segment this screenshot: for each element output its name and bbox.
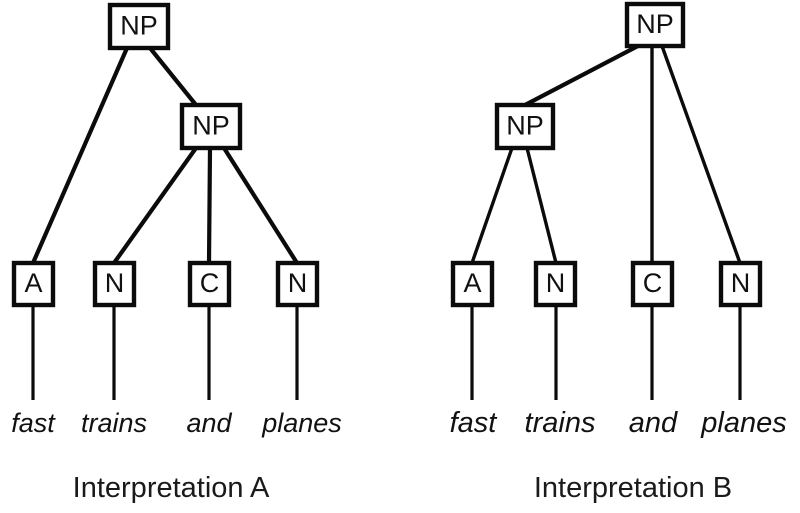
caption-interpretation-a: Interpretation A	[73, 472, 270, 504]
tree-edge-a-np-inner-to-a-pos-n1	[112, 146, 198, 265]
word-b-word-and: and	[629, 407, 678, 439]
node-label-b-pos-n2: N	[731, 268, 751, 298]
node-box-a-pos-c[interactable]	[187, 260, 232, 308]
caption-interpretation-b: Interpretation B	[534, 472, 732, 504]
node-label-a-np-root: NP	[120, 11, 158, 41]
node-box-a-pos-a[interactable]	[11, 260, 56, 308]
node-label-b-pos-c: C	[643, 268, 663, 298]
node-box-a-pos-n1[interactable]	[92, 260, 137, 308]
node-box-b-np-inner[interactable]	[494, 102, 556, 151]
word-a-word-planes: planes	[261, 408, 342, 438]
word-a-word-and: and	[186, 408, 232, 438]
node-label-a-np-inner: NP	[192, 111, 230, 141]
node-box-b-pos-a[interactable]	[450, 260, 495, 308]
node-box-a-np-root[interactable]	[107, 2, 171, 51]
tree-edge-b-np-root-to-b-pos-n2	[660, 45, 742, 264]
tree-edge-a-np-inner-to-a-pos-c	[206, 147, 213, 264]
node-box-b-pos-n1[interactable]	[533, 260, 578, 308]
node-label-a-pos-c: C	[200, 268, 220, 298]
word-b-word-planes: planes	[700, 407, 786, 439]
tree-edge-b-np-root-to-b-np-inner	[524, 44, 639, 107]
node-label-a-pos-a: A	[24, 268, 42, 298]
tree-edge-b-np-inner-to-b-pos-a	[470, 147, 514, 264]
node-label-b-pos-n1: N	[546, 268, 566, 298]
node-box-b-pos-c[interactable]	[630, 260, 675, 308]
node-box-a-np-inner[interactable]	[179, 102, 243, 151]
node-box-b-np-root[interactable]	[624, 1, 686, 49]
node-label-a-pos-n1: N	[105, 268, 125, 298]
tree-edge-a-np-root-to-a-pos-a	[31, 47, 129, 264]
tree-edge-b-np-inner-to-b-pos-n1	[525, 147, 558, 264]
node-label-a-pos-n2: N	[288, 268, 308, 298]
word-b-word-trains: trains	[525, 407, 596, 439]
node-box-a-pos-n2[interactable]	[275, 260, 320, 308]
node-label-b-pos-a: A	[463, 268, 481, 298]
node-box-b-pos-n2[interactable]	[718, 260, 763, 308]
word-a-word-fast: fast	[11, 408, 56, 438]
tree-edge-a-np-root-to-a-np-inner	[148, 46, 198, 107]
node-label-b-np-root: NP	[636, 9, 674, 39]
node-label-b-np-inner: NP	[506, 111, 544, 141]
tree-edge-a-np-inner-to-a-pos-n2	[222, 146, 299, 265]
word-b-word-fast: fast	[450, 407, 499, 439]
word-a-word-trains: trains	[81, 408, 147, 438]
